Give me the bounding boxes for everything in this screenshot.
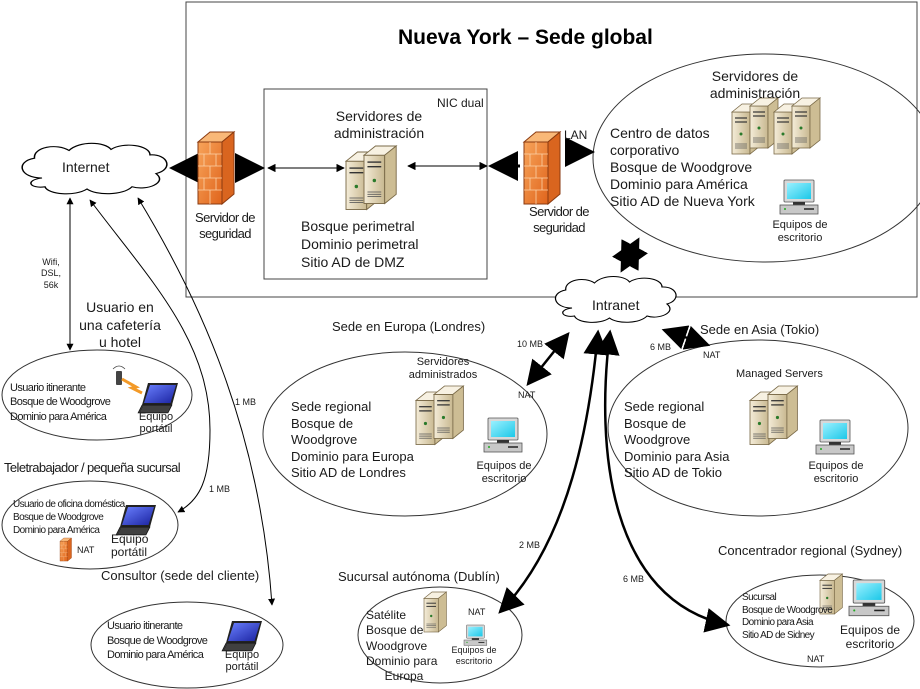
- telecommuter-ellipse: [1, 480, 179, 570]
- link-intranet-dublin: [498, 329, 609, 614]
- dc-server-icon-4: [791, 97, 821, 149]
- tokyo-desktops-label: Equipos de escritorio: [808, 460, 864, 486]
- tokyo-heading: Sede en Asia (Tokio): [700, 322, 820, 337]
- sydney-link-label: 6 MB: [623, 574, 645, 584]
- consultant-info: Usuario itinerante Bosque de Woodgrove D…: [107, 620, 208, 662]
- sydney-desktops-label: Equipos de escritorio: [839, 623, 901, 652]
- london-desktop-icon: [483, 417, 523, 453]
- tokyo-servers-label: Managed Servers: [736, 368, 823, 380]
- dublin-info: Satélite Bosque de Woodgrove Dominio par…: [366, 608, 438, 684]
- cafe-laptop-label: Equipo portátil: [138, 411, 174, 436]
- intranet-label: Intranet: [592, 297, 640, 313]
- telecommuter-heading: Teletrabajador / pequeña sucursal: [4, 460, 181, 475]
- london-info: Sede regional Bosque de Woodgrove Domini…: [291, 399, 414, 480]
- london-link-label: 10 MB: [517, 339, 544, 349]
- dublin-desktops-label: Equipos de escritorio: [451, 645, 497, 666]
- cafe-ellipse: [1, 349, 193, 441]
- telecommuter-nat-label: NAT: [77, 545, 95, 555]
- dc-servers-label: Servidores de administración: [709, 68, 801, 101]
- nic-dual-label: NIC dual: [437, 96, 484, 110]
- london-desktops-label: Equipos de escritorio: [476, 460, 532, 486]
- cafe-laptop-icon: [137, 382, 179, 414]
- dc-desktops-label: Equipos de escritorio: [772, 219, 828, 245]
- consultant-link-label: 1 MB: [235, 397, 257, 407]
- link-intranet-sydney: [594, 329, 731, 633]
- london-servers-label: Servidores administrados: [408, 356, 478, 382]
- consultant-ellipse: [90, 601, 284, 689]
- firewall-right-icon: [523, 131, 561, 205]
- link-intranet-datacenter: [612, 237, 648, 273]
- sydney-desktop-icon: [848, 579, 890, 617]
- london-heading: Sede en Europa (Londres): [332, 319, 486, 334]
- nat-firewall-icon: [59, 537, 72, 562]
- dublin-desktop-icon: [463, 624, 488, 646]
- internet-label: Internet: [62, 159, 110, 175]
- tokyo-link-label: 6 MB: [650, 342, 672, 352]
- london-server-icon-2: [433, 385, 465, 440]
- tokyo-info: Sede regional Bosque de Woodgrove Domini…: [624, 399, 730, 480]
- telecommuter-laptop-label: Equipo portátil: [111, 532, 149, 559]
- consultant-laptop-label: Equipo portátil: [224, 649, 260, 674]
- hq-title: Nueva York – Sede global: [398, 26, 653, 49]
- firewall-left-icon: [197, 131, 235, 205]
- wireless-ap-icon: [112, 365, 143, 395]
- dmz-servers-label: Servidores de administración: [333, 108, 425, 141]
- consultant-laptop-icon: [221, 620, 263, 652]
- consultant-heading: Consultor (sede del cliente): [101, 568, 260, 583]
- dublin-heading: Sucursal autónoma (Dublín): [338, 569, 500, 584]
- tokyo-server-icon-2: [767, 385, 799, 440]
- hq-boundary: [185, 1, 918, 298]
- firewall-left-label: Servidor de seguridad: [195, 210, 255, 241]
- cafe-info: Usuario itinerante Bosque de Woodgrove D…: [10, 382, 111, 423]
- link-internet-consultant: [137, 197, 276, 606]
- dublin-link-label: 2 MB: [519, 540, 541, 550]
- dmz-info: Bosque perimetral Dominio perimetral Sit…: [301, 218, 419, 271]
- tokyo-nat-label: NAT: [703, 350, 721, 360]
- dublin-nat-label: NAT: [468, 607, 486, 617]
- tokyo-desktop-icon: [815, 419, 855, 455]
- telecommuter-link-label: 1 MB: [209, 484, 231, 494]
- dmz-server-icon-2: [363, 145, 397, 205]
- dmz-boundary: [263, 88, 488, 280]
- sydney-info: Sucursal Bosque de Woodgrove Dominio par…: [742, 592, 833, 641]
- dc-info: Centro de datos corporativo Bosque de Wo…: [610, 125, 755, 210]
- cafe-heading: Usuario en una cafetería u hotel: [79, 299, 161, 350]
- lan-label: LAN: [564, 128, 588, 142]
- wifi-link-label: Wifi, DSL, 56k: [40, 257, 61, 290]
- dc-desktop-icon: [779, 179, 819, 215]
- telecommuter-info: Usuario de oficina doméstica Bosque de W…: [13, 499, 125, 536]
- london-nat-label: NAT: [518, 390, 536, 400]
- dublin-ellipse: [357, 586, 523, 684]
- firewall-right-label: Servidor de seguridad: [529, 204, 589, 235]
- sydney-heading: Concentrador regional (Sydney): [718, 543, 903, 558]
- sydney-nat-label: NAT: [807, 654, 825, 664]
